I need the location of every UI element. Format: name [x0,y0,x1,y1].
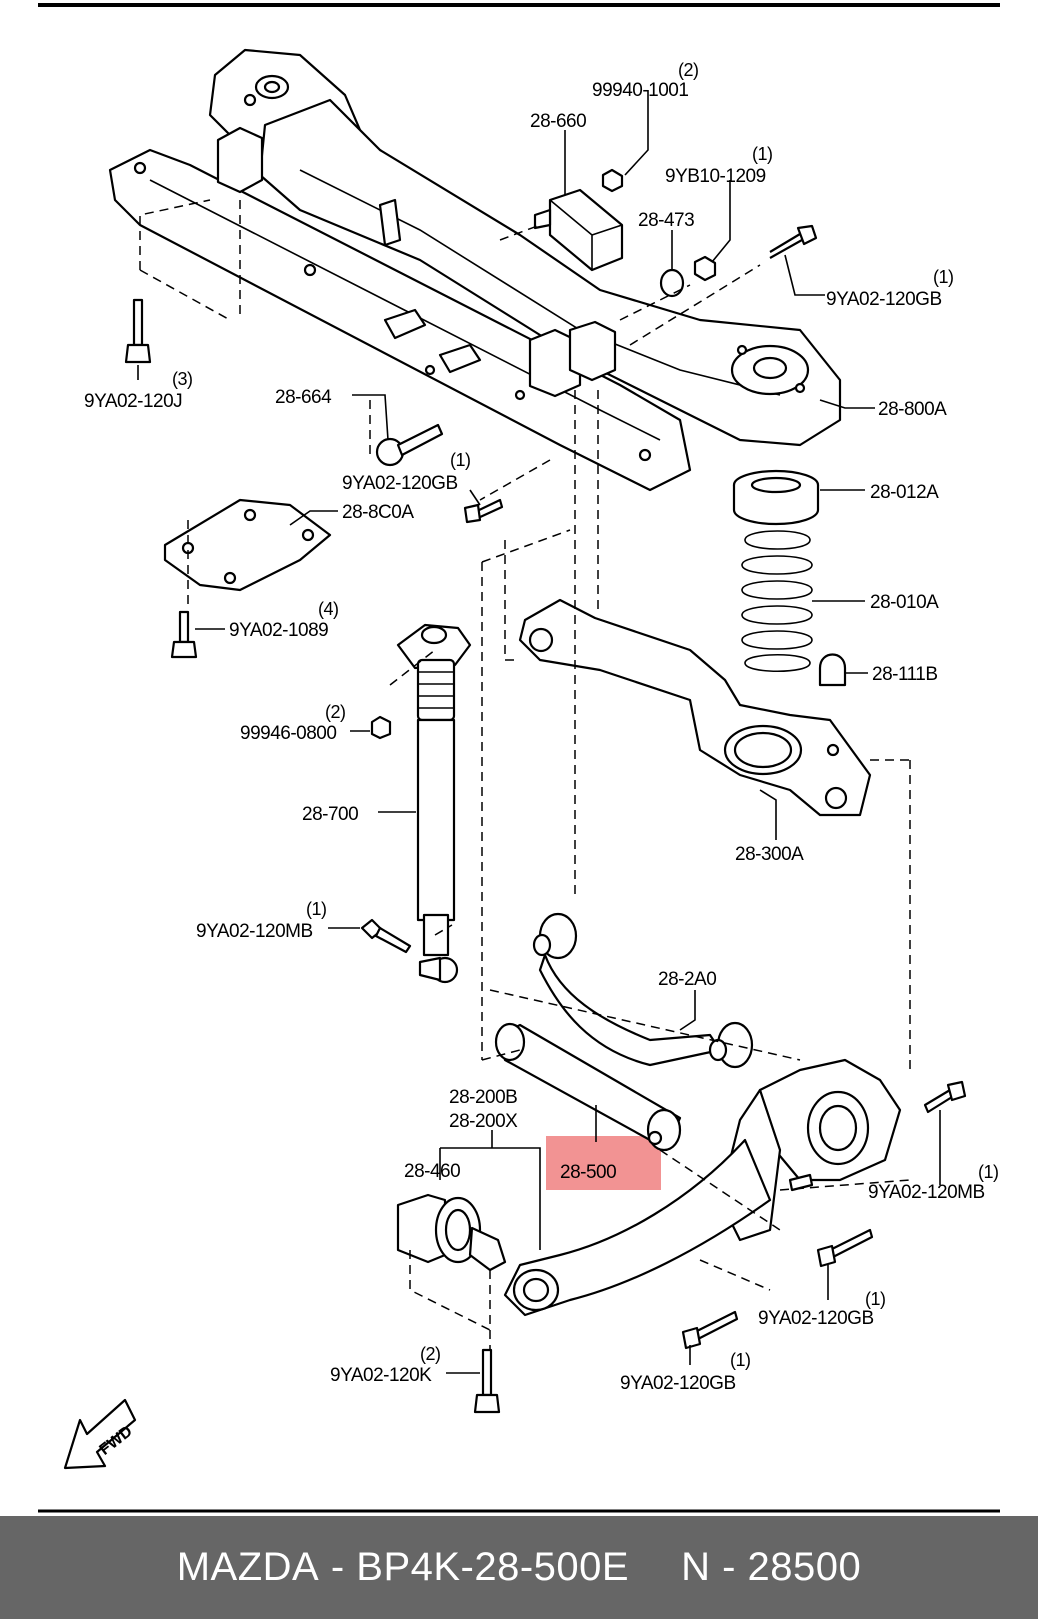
bushing-drawing [396,1193,507,1272]
bolts-bottom-drawing [473,1080,967,1414]
callout-part-number-highlighted: 28-500 [560,1162,616,1183]
callout-qty: (1) [865,1289,886,1309]
callout-qty: (3) [172,369,193,389]
callout-part-number: 9YA02-120K [330,1365,432,1386]
callout-part-number: 28-473 [638,210,694,231]
callout-part-number: 28-200X [449,1111,518,1132]
leader-lines [137,90,941,1374]
callout-labels: (2) 99940-1001 28-660 (1) 9YB10-1209 28-… [84,60,999,1394]
dashed-guides [139,199,911,1350]
callout-qty: (1) [933,267,954,287]
callout-part-number: 28-800A [878,399,947,420]
callout-part-number: 28-200B [449,1087,517,1108]
callout-part-number: 9YB10-1209 [665,166,766,187]
callout-part-number: 28-300A [735,844,804,865]
callout-qty: (4) [318,599,339,619]
footer-part-number: BP4K-28-500E [356,1545,630,1589]
callout-part-number: 9YA02-120MB [196,921,313,942]
callout-part-number: 28-8C0A [342,502,414,523]
highlight-box [546,1136,661,1190]
callout-qty: (2) [325,702,346,722]
callout-part-number: 9YA02-120GB [620,1373,736,1394]
spring-drawing [732,469,847,687]
callout-qty: (1) [752,144,773,164]
callout-qty: (1) [978,1162,999,1182]
module-drawing [533,168,818,298]
callout-part-number: 9YA02-120J [84,391,182,412]
callout-part-number: 28-700 [302,804,358,825]
upper-arm-drawing [532,912,754,1069]
fwd-arrow-icon: FWD [63,1398,137,1470]
callout-part-number: 9YA02-120GB [342,473,458,494]
footer-separator: - [319,1545,357,1589]
callout-part-number: 9YA02-120GB [758,1308,874,1329]
callout-qty: (1) [730,1350,751,1370]
callout-qty: (2) [420,1344,441,1364]
callout-part-number: 28-111B [872,664,938,685]
callout-part-number: 99946-0800 [240,723,336,744]
callout-part-number: 99940-1001 [592,80,688,101]
footer-separator: - [710,1545,748,1589]
bolts-left-drawing [124,298,504,659]
footer-brand: MAZDA [176,1545,320,1589]
callout-part-number: 9YA02-120GB [826,289,942,310]
callout-part-number: 28-010A [870,592,939,613]
subframe-drawing [108,48,842,492]
callout-part-number: 28-2A0 [658,969,716,990]
callout-part-number: 28-660 [530,111,586,132]
callout-qty: (1) [450,450,471,470]
callout-qty: (2) [678,60,699,80]
callout-part-number: 28-664 [275,387,332,408]
exploded-parts-diagram: FWD (2) 99940-1001 28-660 (1) 9YB10-1209… [38,3,1000,1513]
callout-part-number: 9YA02-120MB [868,1182,985,1203]
callout-part-number: 28-012A [870,482,939,503]
footer-ref-number: 28500 [747,1545,862,1589]
callout-part-number: 28-460 [404,1161,460,1182]
callout-qty: (1) [306,899,327,919]
shock-absorber-drawing [360,623,472,984]
footer-ref-label: N [681,1545,711,1589]
part-footer-bar: MAZDA - BP4K-28-500E N - 28500 [0,1516,1038,1619]
lateral-link-drawing [494,1022,682,1152]
knuckle-trailing-arm-drawing [503,1058,902,1317]
lower-arm-drawing [518,598,872,817]
callout-part-number: 9YA02-1089 [229,620,328,641]
